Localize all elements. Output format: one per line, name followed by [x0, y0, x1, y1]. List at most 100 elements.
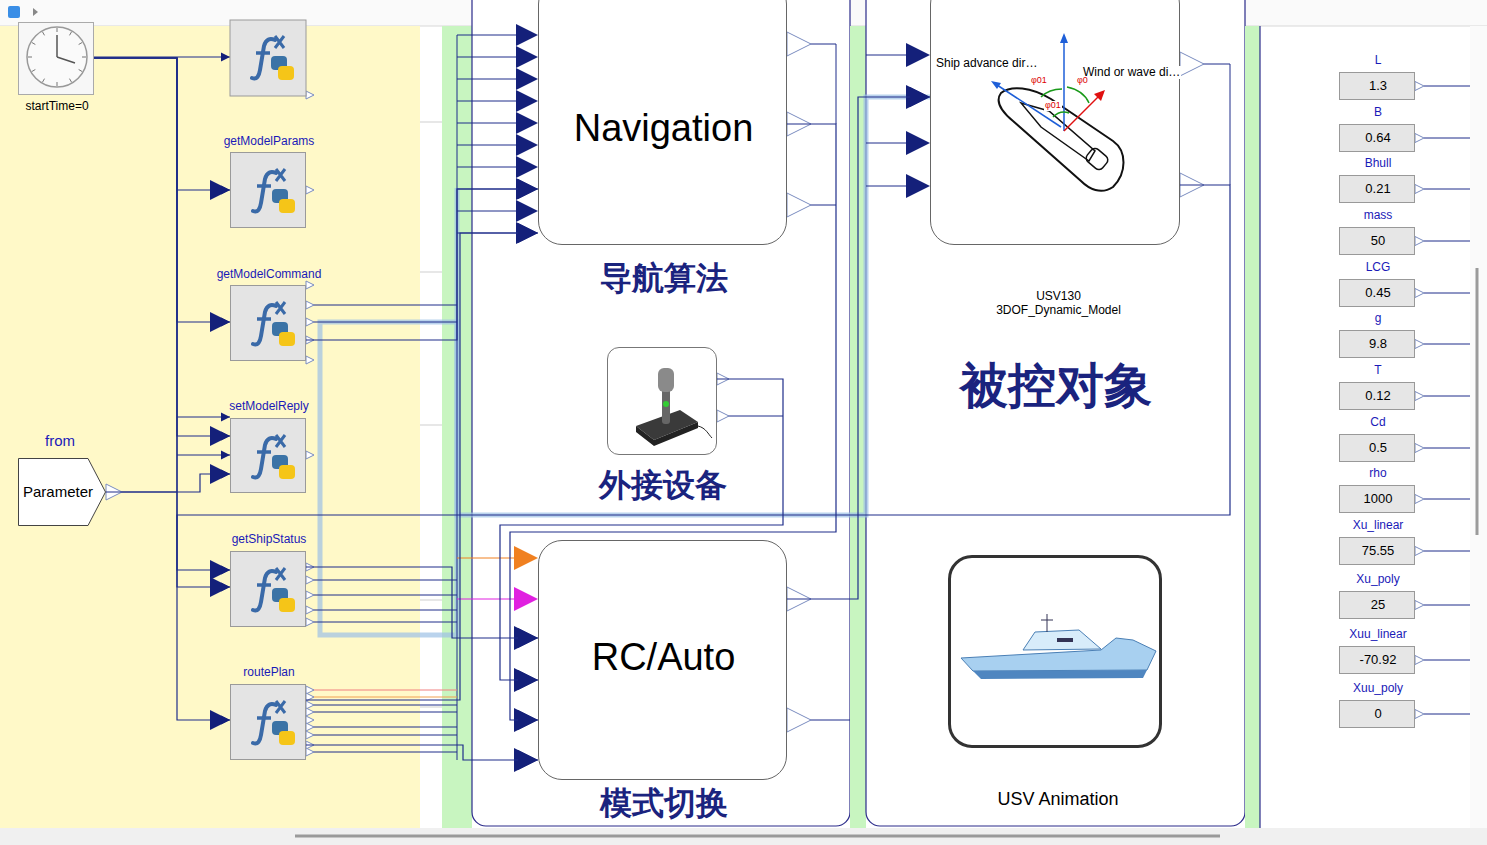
scrollbars [295, 835, 1220, 838]
signal-wires [457, 211, 516, 212]
selection-highlight [320, 322, 457, 635]
mode-switch-subsystem: RC/Auto模式切换 [538, 540, 787, 780]
python-function-block-graphic [231, 419, 307, 494]
port-symbols [306, 576, 314, 584]
parameter-name: B [1310, 106, 1446, 120]
parameter-value: 50 [1340, 234, 1416, 249]
joystick-block-graphic [608, 348, 718, 456]
signal-wires [1230, 64, 1231, 185]
port-symbols [306, 91, 314, 99]
signal-wires [306, 727, 457, 728]
port-symbols [1415, 82, 1424, 91]
python-function-block: getModelCommand [230, 285, 306, 361]
canvas-regions [1245, 26, 1260, 828]
port-symbols [306, 606, 314, 614]
from-tag-block: fromParameter [18, 458, 106, 526]
parameter-value-box: Bhull0.21 [1339, 175, 1415, 203]
block-label: getShipStatus [179, 533, 359, 547]
usv-illustration [1063, 39, 1065, 131]
python-icon [257, 450, 271, 454]
parameter-value: 0 [1340, 707, 1416, 722]
ship-illustration [1057, 638, 1073, 642]
usv-illustration [1064, 94, 1101, 131]
parameter-value-box: LCG0.45 [1339, 279, 1415, 307]
port-symbols [514, 587, 538, 611]
port-symbols [1415, 134, 1424, 143]
port-symbols [516, 156, 538, 178]
signal-wires [1424, 448, 1470, 449]
signal-wires [457, 123, 516, 124]
signal-connector [306, 745, 538, 760]
port-symbols [1180, 52, 1204, 76]
signal-connector [106, 474, 230, 492]
usv-illustration [994, 83, 1061, 127]
python-icon [257, 184, 271, 188]
canvas-regions [442, 26, 472, 828]
parameter-value-box: rho1000 [1339, 485, 1415, 513]
signal-wires [866, 55, 908, 56]
canvas-regions [420, 122, 442, 707]
block-label: routePlan [179, 666, 359, 680]
signal-wires [1424, 86, 1470, 87]
parameter-name: g [1310, 312, 1446, 326]
usv-illustration [1060, 33, 1068, 43]
parameter-value: 0.45 [1340, 286, 1416, 301]
clock-icon [79, 70, 82, 72]
signal-wires [1424, 605, 1470, 606]
canvas-regions [0, 0, 1260, 828]
signal-connector [94, 58, 230, 190]
parameter-value-box: Cd0.5 [1339, 434, 1415, 462]
clock-icon [57, 35, 75, 63]
usv-illustration [991, 81, 1001, 89]
port-symbols [306, 591, 314, 599]
port-symbols [516, 112, 538, 134]
parameter-value: 0.12 [1340, 389, 1416, 404]
python-icon [279, 332, 295, 346]
illustration-label: Wind or wave di… [1082, 66, 1181, 79]
joystick-icon [698, 426, 712, 438]
unnamed-python-block [230, 20, 306, 96]
usv-illustration [1041, 89, 1062, 97]
port-symbols [306, 356, 314, 364]
signal-wires [306, 752, 457, 753]
signal-wires [1424, 396, 1470, 397]
block-label: getModelCommand [179, 268, 359, 282]
usv-dynamic-model-block: USV130 3DOF_Dynamic_Model被控对象 [930, 0, 1180, 245]
ship-illustration [1041, 614, 1053, 632]
port-symbols [306, 723, 314, 731]
port-symbols [306, 731, 314, 739]
clock-block-graphic [19, 23, 95, 96]
port-symbols [221, 53, 230, 62]
ship-illustration [1023, 630, 1101, 650]
ship-illustration [973, 670, 1147, 679]
block-caption: USV Animation [933, 789, 1183, 810]
section-heading: 外接设备 [541, 467, 785, 504]
port-symbols [516, 90, 538, 112]
block-label: Parameter [18, 483, 98, 500]
parameter-value-box: Xuu_linear-70.92 [1339, 646, 1415, 674]
port-symbols [906, 131, 930, 155]
usv-illustration [1094, 90, 1105, 101]
port-symbols [221, 451, 230, 460]
block-label: getModelParams [179, 135, 359, 149]
python-icon [279, 731, 295, 745]
signal-wires [306, 595, 457, 596]
port-symbols [787, 193, 811, 217]
subsystem-name: RC/Auto [539, 636, 788, 680]
signal-wires [1424, 293, 1470, 294]
port-symbols [516, 24, 538, 46]
parameter-name: Xuu_linear [1310, 628, 1446, 642]
usv-illustration [1053, 112, 1069, 117]
python-function-block-graphic [231, 552, 307, 628]
port-symbols [306, 301, 314, 309]
unnamed-python-block [230, 20, 306, 96]
signal-connector [94, 58, 230, 587]
from-tag-outline [19, 459, 106, 526]
python-icon [276, 568, 285, 580]
canvas-regions [472, 0, 850, 826]
illustration-label: Ship advance dir… [935, 57, 1038, 70]
usv-illustration [1084, 146, 1110, 171]
clock-icon [28, 57, 32, 58]
signal-wires [457, 57, 516, 58]
